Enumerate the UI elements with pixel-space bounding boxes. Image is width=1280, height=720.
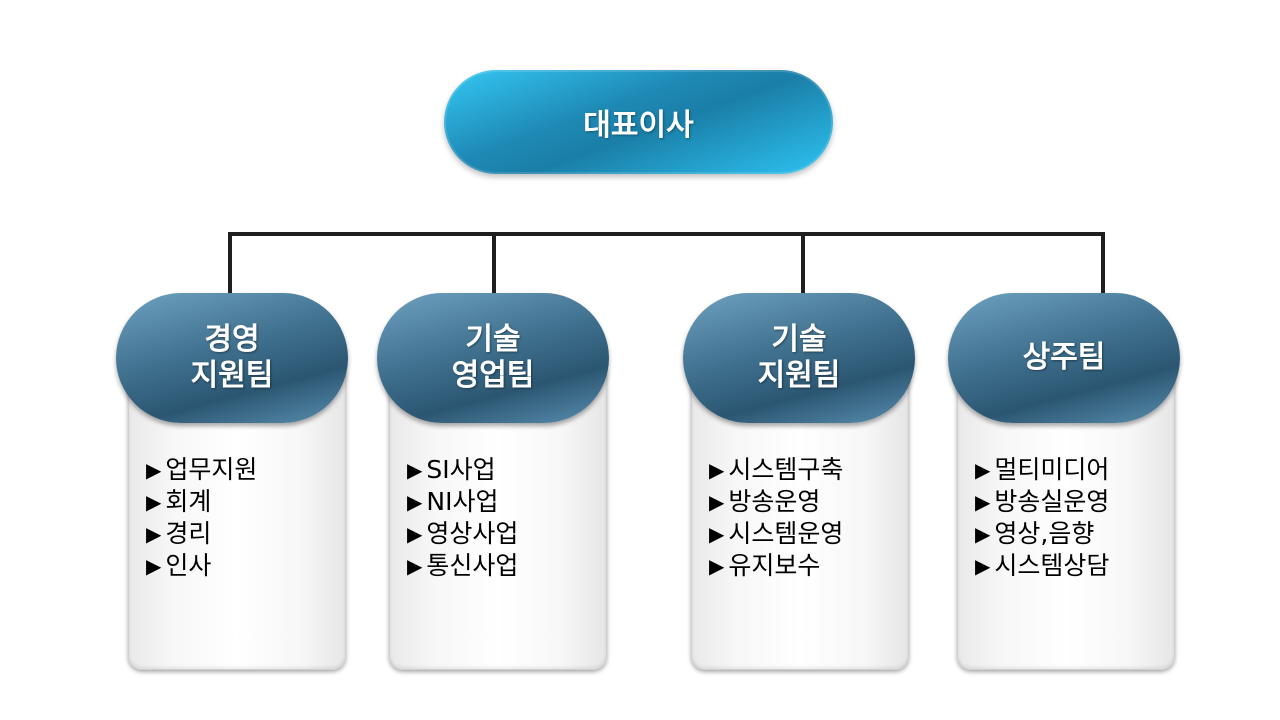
- bullet-icon: ▶: [407, 458, 423, 482]
- bullet-icon: ▶: [407, 490, 423, 514]
- list-item: ▶영상,음향: [975, 519, 1095, 548]
- bullet-icon: ▶: [146, 490, 162, 514]
- team-header-resident: 상주팀: [948, 293, 1180, 423]
- connector-horizontal: [228, 232, 1105, 236]
- team-name: 기술 지원팀: [757, 322, 841, 393]
- bullet-icon: ▶: [709, 458, 725, 482]
- connector-drop-2: [492, 232, 496, 296]
- team-header-tech-sales: 기술 영업팀: [377, 293, 609, 423]
- bullet-icon: ▶: [709, 490, 725, 514]
- bullet-icon: ▶: [975, 458, 991, 482]
- team-item-list: ▶업무지원 ▶회계 ▶경리 ▶인사: [146, 454, 257, 582]
- bullet-icon: ▶: [975, 490, 991, 514]
- list-item: ▶회계: [146, 487, 212, 516]
- list-item: ▶업무지원: [146, 455, 258, 484]
- list-item: ▶멀티미디어: [975, 455, 1110, 484]
- bullet-icon: ▶: [975, 522, 991, 546]
- list-item: ▶시스템상담: [975, 551, 1110, 580]
- bullet-icon: ▶: [146, 522, 162, 546]
- bullet-icon: ▶: [709, 522, 725, 546]
- list-item: ▶시스템운영: [709, 519, 844, 548]
- team-item-list: ▶시스템구축 ▶방송운영 ▶시스템운영 ▶유지보수: [709, 454, 843, 582]
- team-name: 기술 영업팀: [451, 322, 535, 393]
- ceo-label: 대표이사: [583, 108, 694, 143]
- bullet-icon: ▶: [975, 554, 991, 578]
- team-name: 상주팀: [1022, 340, 1106, 375]
- list-item: ▶인사: [146, 551, 212, 580]
- team-name: 경영 지원팀: [190, 322, 274, 393]
- list-item: ▶유지보수: [709, 551, 821, 580]
- connector-drop-1: [228, 232, 232, 296]
- bullet-icon: ▶: [407, 554, 423, 578]
- team-header-tech-support: 기술 지원팀: [683, 293, 915, 423]
- bullet-icon: ▶: [407, 522, 423, 546]
- list-item: ▶시스템구축: [709, 455, 844, 484]
- list-item: ▶방송운영: [709, 487, 821, 516]
- bullet-icon: ▶: [709, 554, 725, 578]
- team-header-management: 경영 지원팀: [116, 293, 348, 423]
- ceo-box: 대표이사: [444, 70, 833, 174]
- list-item: ▶방송실운영: [975, 487, 1110, 516]
- list-item: ▶영상사업: [407, 519, 519, 548]
- connector-drop-3: [801, 232, 805, 296]
- bullet-icon: ▶: [146, 554, 162, 578]
- team-item-list: ▶SI사업 ▶NI사업 ▶영상사업 ▶통신사업: [407, 454, 518, 582]
- list-item: ▶SI사업: [407, 455, 496, 484]
- connector-drop-4: [1101, 232, 1105, 296]
- team-item-list: ▶멀티미디어 ▶방송실운영 ▶영상,음향 ▶시스템상담: [975, 454, 1109, 582]
- bullet-icon: ▶: [146, 458, 162, 482]
- list-item: ▶경리: [146, 519, 212, 548]
- list-item: ▶NI사업: [407, 487, 499, 516]
- list-item: ▶통신사업: [407, 551, 519, 580]
